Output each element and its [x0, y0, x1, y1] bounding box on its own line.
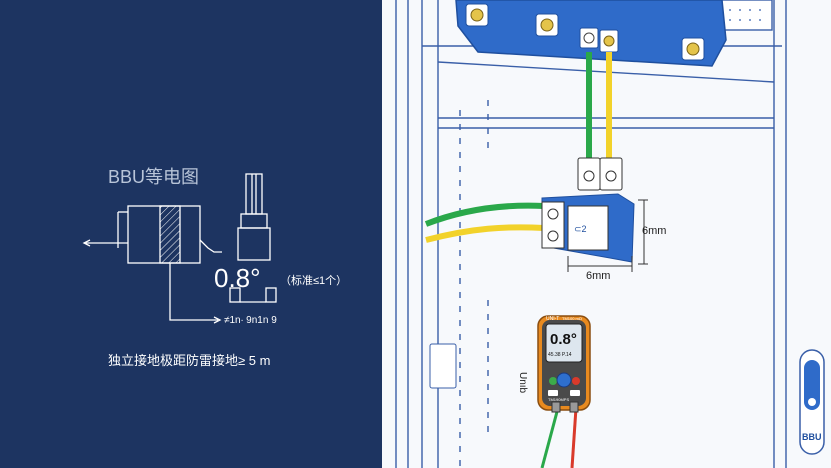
meter-brand: UNI-T [546, 316, 559, 322]
screw-head-icon [686, 42, 700, 56]
cabinet-handle [429, 343, 457, 389]
green-wire-horizontal [424, 202, 545, 227]
meter-dial-icon [556, 372, 572, 388]
hatched-section [159, 205, 181, 264]
dimension-height-label: 6mm [642, 225, 666, 237]
bottom-caption: 独立接地极距防雷接地≥ 5 m [108, 353, 270, 368]
ground-resistance-meter [537, 315, 591, 413]
screw-head-icon [547, 208, 559, 220]
screw-head-icon [547, 230, 559, 242]
side-tag-label: BBU [802, 432, 822, 442]
probe-shaft [245, 173, 263, 215]
probe-foot-left [229, 287, 241, 303]
left-diagram-svg: BBU等电图 [82, 167, 347, 368]
screw-head-icon [470, 8, 484, 22]
screw-head-icon [540, 18, 554, 32]
probe-drawing [229, 173, 277, 303]
connector-leader [199, 239, 222, 253]
meter-lead-green [540, 407, 560, 468]
meter-sub-reading: 45.38 P.14 [548, 352, 572, 358]
dimension-width-label: 6mm [586, 270, 610, 282]
meter-side-label: Unıb [517, 372, 528, 394]
meter-bottom-text: TM190MPS [548, 397, 569, 402]
screw-head-icon [605, 170, 617, 182]
terminal-block: ⊂2 [541, 157, 635, 263]
meter-display [545, 323, 583, 363]
standard-note: （标准≤1个） [280, 273, 347, 287]
probe-body [237, 227, 271, 261]
meter-lead-red [570, 407, 578, 468]
meter-red-button-icon [572, 377, 580, 385]
screw-head-icon [583, 170, 595, 182]
dimension-lines [567, 199, 648, 272]
lead-arrow-icon [82, 239, 91, 247]
probe-collar [240, 213, 268, 229]
grounding-busbar [455, 0, 727, 67]
meter-reading: 0.8° [550, 331, 577, 348]
bottom-leader [169, 263, 218, 321]
right-cabinet-panel: ⊂2 6mm 6mm [382, 0, 831, 468]
probe-foot-right [265, 287, 277, 303]
bottom-arrow-icon [213, 316, 222, 324]
svg-text:⊂2: ⊂2 [574, 224, 587, 234]
mirrored-label: ≠1n∙ 9n1n 9 [224, 315, 277, 326]
side-tag-dot-icon [808, 398, 816, 406]
screw-head-icon [583, 32, 595, 44]
yellow-wire-horizontal [425, 224, 545, 243]
meter-model: TM100 mΩ [562, 316, 582, 321]
left-diagram-panel: BBU等电图 [0, 0, 382, 468]
terminal-label-plate [567, 205, 609, 251]
diagram-title: BBU等电图 [108, 167, 199, 187]
screw-head-icon [603, 35, 615, 47]
diagram-reading: 0.8° [214, 263, 261, 293]
cabinet-svg: ⊂2 6mm 6mm [395, 0, 825, 468]
meter-green-button-icon [549, 377, 557, 385]
clamp-body-drawing [82, 205, 222, 324]
